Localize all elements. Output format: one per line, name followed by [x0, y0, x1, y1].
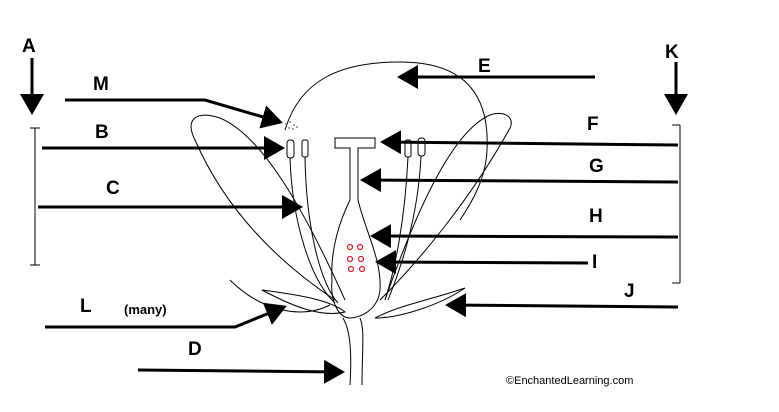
- right-sepal: [374, 287, 466, 319]
- arrow-d: [137, 359, 345, 384]
- label-f: F: [587, 114, 599, 135]
- label-i: I: [592, 252, 597, 273]
- pistil-outline: [331, 137, 381, 319]
- label-h: H: [589, 206, 603, 227]
- left-stamens: [286, 139, 339, 304]
- label-c: C: [106, 178, 120, 199]
- left-bracket: [30, 127, 40, 266]
- arrow-l: [45, 302, 287, 329]
- pointer-arrows: [20, 58, 688, 384]
- pollen-grains: [285, 121, 298, 130]
- right-petal: [379, 113, 512, 301]
- arrow-g: [360, 168, 679, 193]
- label-l: L: [80, 296, 92, 317]
- right-bracket: [672, 124, 681, 284]
- arrow-i: [375, 250, 589, 275]
- label-g: G: [589, 156, 604, 177]
- left-sepal: [261, 289, 347, 314]
- label-b: B: [95, 122, 109, 143]
- ovules: [346, 243, 366, 273]
- label-l-note: (many): [124, 302, 167, 317]
- stem: [342, 317, 364, 386]
- arrow-j: [445, 293, 679, 318]
- label-k: K: [665, 42, 679, 63]
- arrow-m: [65, 98, 283, 129]
- copyright-text: ©EnchantedLearning.com: [506, 375, 633, 387]
- arrow-f: [380, 130, 679, 155]
- label-e: E: [478, 56, 491, 77]
- label-d: D: [188, 339, 202, 360]
- label-j: J: [624, 281, 635, 302]
- label-m: M: [93, 74, 109, 95]
- flower-illustration: [190, 61, 512, 386]
- arrow-h: [370, 224, 679, 249]
- right-stamens: [384, 137, 426, 301]
- label-a: A: [22, 36, 36, 57]
